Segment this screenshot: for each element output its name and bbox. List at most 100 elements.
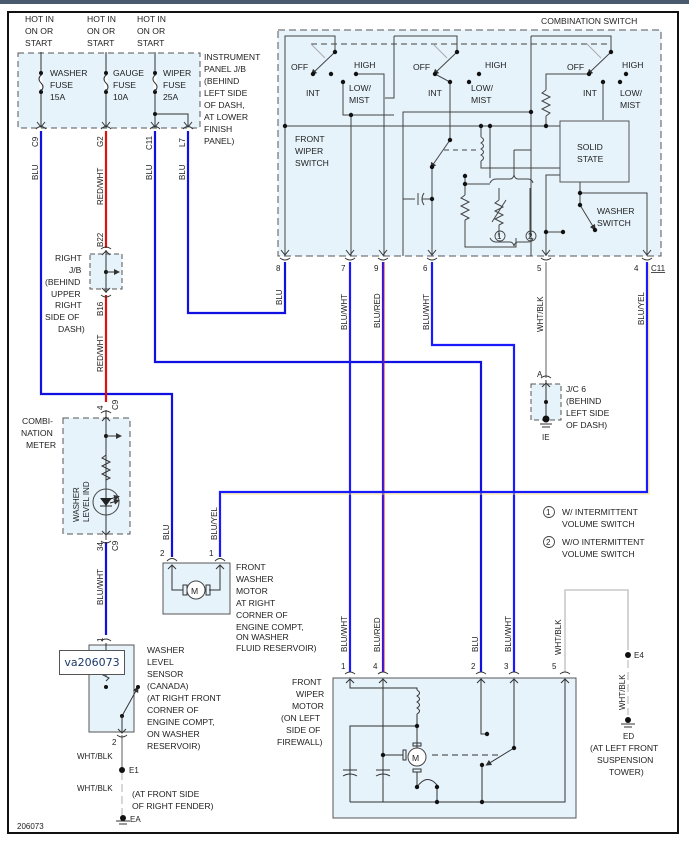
wiper-motor-m: M bbox=[412, 753, 419, 763]
ipjb-label-7: FINISH bbox=[204, 124, 232, 134]
ground-ea: EA bbox=[130, 815, 141, 824]
wire-label-blu-wht-34: BLU/WHT bbox=[96, 569, 105, 605]
switch3-int: INT bbox=[583, 88, 598, 98]
legend-1-num: 1 bbox=[546, 508, 551, 517]
wire-label-blu-yel-4: BLU/YEL bbox=[637, 292, 646, 325]
ground-e4: E4 bbox=[634, 651, 644, 660]
sensor-pin-2: 2 bbox=[112, 738, 117, 747]
wire-label-blu-yel-washer: BLU/YEL bbox=[210, 507, 219, 540]
power-source-2-line1: HOT IN bbox=[87, 14, 116, 24]
combination-meter-label-2: NATION bbox=[21, 428, 53, 438]
power-source-3-line2: ON OR bbox=[137, 26, 165, 36]
ipjb-label-2: PANEL J/B bbox=[204, 64, 246, 74]
wiper-fuse-rating: 25A bbox=[163, 92, 179, 102]
solid-state-2: STATE bbox=[577, 154, 604, 164]
wire-label-blu-pin8: BLU bbox=[275, 289, 284, 305]
right-jb-label-3: (BEHIND bbox=[45, 277, 80, 287]
right-jb-label-5: RIGHT bbox=[55, 300, 82, 310]
power-source-2-line3: START bbox=[87, 38, 115, 48]
washer-motor-pin-2: 2 bbox=[160, 549, 165, 558]
gauge-fuse-name: GAUGE bbox=[113, 68, 144, 78]
washer-motor-label-3: MOTOR bbox=[236, 586, 268, 596]
switch-connector-c11: C11 bbox=[651, 264, 666, 273]
ground-ed-icon bbox=[625, 717, 631, 723]
wiper-motor-pin-2: 2 bbox=[471, 662, 476, 671]
washer-level-ind-2: LEVEL IND bbox=[82, 481, 91, 522]
switch2-mist: MIST bbox=[471, 95, 492, 105]
wire-blu-c11 bbox=[153, 131, 483, 672]
right-jb-label-1: RIGHT bbox=[55, 253, 82, 263]
gauge-fuse-label: FUSE bbox=[113, 80, 136, 90]
switch1-low: LOW/ bbox=[349, 83, 372, 93]
ipjb-label-4: LEFT SIDE bbox=[204, 88, 248, 98]
washer-motor-pin-1: 1 bbox=[209, 549, 214, 558]
jc6-label-1: J/C 6 bbox=[566, 384, 586, 394]
combination-meter-label-1: COMBI- bbox=[22, 416, 53, 426]
wiper-motor-label-3: MOTOR bbox=[292, 701, 324, 711]
ground-e4-ed: E4 ED (AT LEFT FRONT SUSPENSION TOWER) bbox=[590, 651, 659, 777]
wiper-motor-label-4: (ON LEFT bbox=[281, 713, 321, 723]
pin-c9: C9 bbox=[31, 136, 40, 147]
switch1-mist: MIST bbox=[349, 95, 370, 105]
wiper-motor-icon bbox=[407, 747, 427, 767]
pin-g2: G2 bbox=[96, 136, 105, 147]
legend-2-text-1: W/O INTERMITTENT bbox=[562, 537, 645, 547]
ipjb-label-1: INSTRUMENT bbox=[204, 52, 261, 62]
wiper-motor-label-2: WIPER bbox=[296, 689, 324, 699]
washer-fuse-label: FUSE bbox=[50, 80, 73, 90]
switch3-low: LOW/ bbox=[620, 88, 643, 98]
jc6-pin-a: A bbox=[537, 370, 543, 379]
instrument-panel-jb: HOT IN ON OR START HOT IN ON OR START HO… bbox=[17, 14, 261, 150]
wire-label-wht-blk-e4: WHT/BLK bbox=[618, 674, 627, 710]
sensor-label-9: RESERVOIR) bbox=[147, 741, 200, 751]
right-jb-pin-b16: B16 bbox=[96, 301, 105, 316]
wiper-motor-label-6: FIREWALL) bbox=[277, 737, 323, 747]
legend: 1 W/ INTERMITTENT VOLUME SWITCH 2 W/O IN… bbox=[543, 506, 645, 559]
ea-location-1: (AT FRONT SIDE bbox=[132, 789, 200, 799]
wire-label-blu-red-m4: BLU/RED bbox=[373, 617, 382, 652]
washer-motor-label-5: CORNER OF bbox=[236, 610, 288, 620]
wire-label-wht-blk-e1: WHT/BLK bbox=[77, 784, 113, 793]
wire-label-blu-c9: BLU bbox=[31, 164, 40, 180]
wiper-motor-pin-1: 1 bbox=[341, 662, 346, 671]
ipjb-label-8: PANEL) bbox=[204, 136, 235, 146]
wires bbox=[39, 131, 650, 815]
wire-label-wht-blk-sensor: WHT/BLK bbox=[77, 752, 113, 761]
wire-labels: BLU RED/WHT BLU BLU BLU RED/WHT BLU/WHT … bbox=[31, 164, 646, 793]
sensor-label-3: SENSOR bbox=[147, 669, 183, 679]
meter-pin-34: 34 bbox=[96, 542, 105, 551]
switch-pin-7: 7 bbox=[341, 264, 346, 273]
wire-label-blu-wht-6: BLU/WHT bbox=[422, 294, 431, 330]
wiper-fuse-name: WIPER bbox=[163, 68, 191, 78]
switch-pin-9: 9 bbox=[374, 264, 379, 273]
sensor-label-5: (AT RIGHT FRONT bbox=[147, 693, 222, 703]
switch3-mist: MIST bbox=[620, 100, 641, 110]
pin-c11: C11 bbox=[145, 135, 154, 150]
meter-pin-c9-bottom: C9 bbox=[111, 540, 120, 551]
wire-label-blu-c11: BLU bbox=[145, 164, 154, 180]
pin-l7: L7 bbox=[178, 138, 187, 147]
power-source-1-line3: START bbox=[25, 38, 53, 48]
ground-ie: IE bbox=[542, 433, 550, 442]
wire-label-wht-blk-m5: WHT/BLK bbox=[554, 619, 563, 655]
ipjb-label-5: OF DASH, bbox=[204, 100, 245, 110]
solid-state-1: SOLID bbox=[577, 142, 603, 152]
right-jb-label-4: UPPER bbox=[51, 289, 81, 299]
switch1-off: OFF bbox=[291, 62, 308, 72]
top-banner bbox=[0, 0, 689, 4]
jc6-label-4: OF DASH) bbox=[566, 420, 607, 430]
jc6-label-2: (BEHIND bbox=[566, 396, 601, 406]
right-jb-label-7: DASH) bbox=[58, 324, 85, 334]
washer-switch-1: WASHER bbox=[597, 206, 634, 216]
switch2-off: OFF bbox=[413, 62, 430, 72]
switch2-low: LOW/ bbox=[471, 83, 494, 93]
washer-fuse-rating: 15A bbox=[50, 92, 66, 102]
switch2-high: HIGH bbox=[485, 60, 506, 70]
ground-e1-ea: E1 (AT FRONT SIDE OF RIGHT FENDER) EA bbox=[116, 766, 214, 825]
wire-wht-blk-5b bbox=[564, 589, 629, 672]
switch-pin-8: 8 bbox=[276, 264, 281, 273]
meter-pin-4: 4 bbox=[96, 405, 105, 410]
wiper-motor-pin-3: 3 bbox=[504, 662, 509, 671]
ea-location-2: OF RIGHT FENDER) bbox=[132, 801, 214, 811]
meter-pin-c9-top: C9 bbox=[111, 399, 120, 410]
